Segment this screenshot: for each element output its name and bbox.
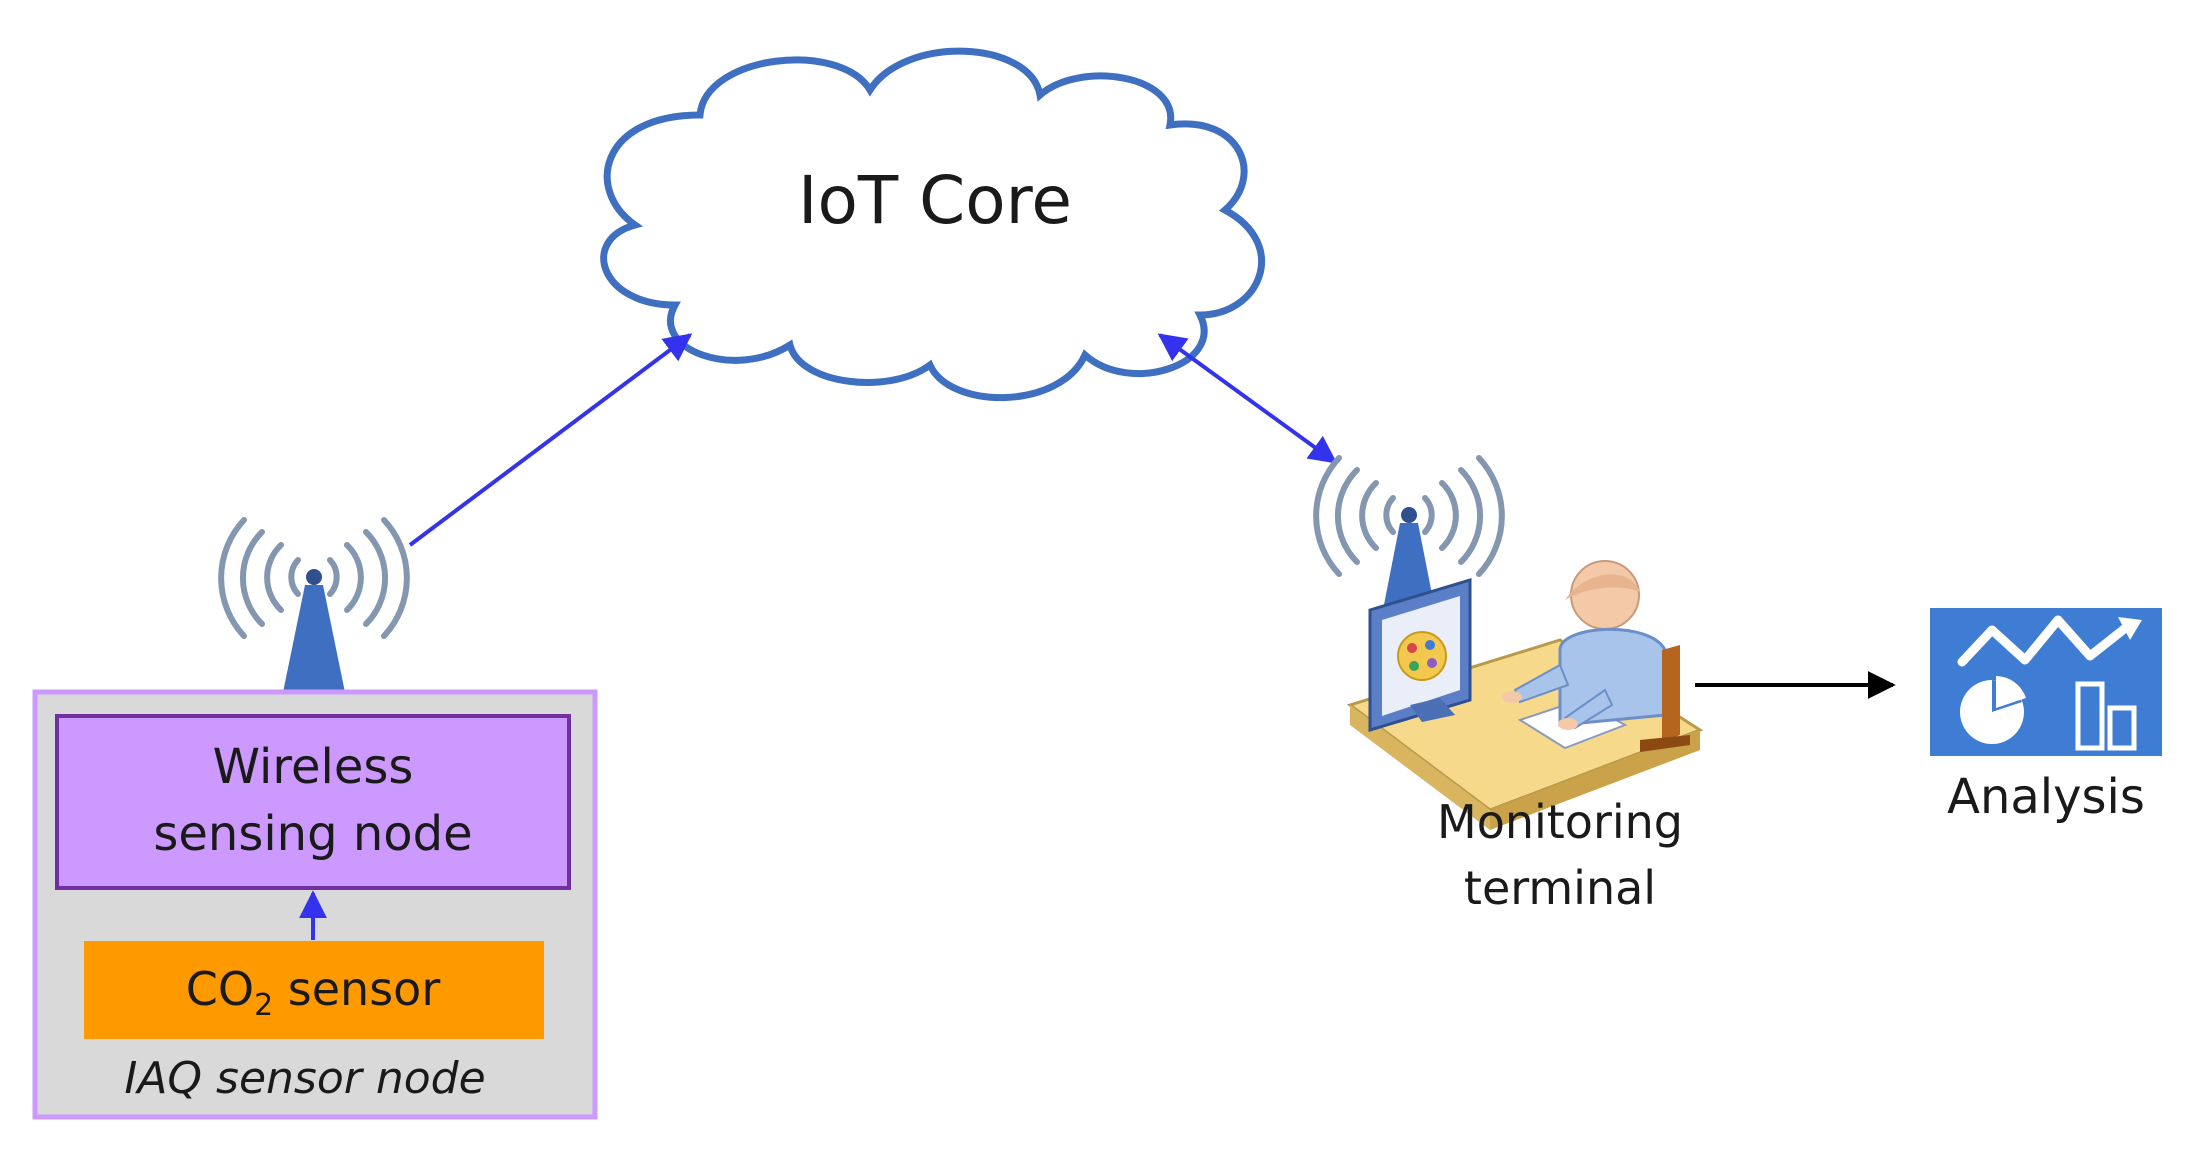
iaq-sensor-node-label: IAQ sensor node — [124, 1053, 485, 1104]
terminal-label-line1: Monitoring — [1437, 795, 1683, 849]
iaq-sensor-node: Wireless sensing node CO2 sensor IAQ sen… — [32, 689, 598, 1120]
analysis-label: Analysis — [1947, 769, 2145, 825]
monitoring-terminal: Monitoring terminal — [1313, 455, 1704, 915]
co2-sensor-box — [84, 941, 544, 1039]
monitoring-terminal-icon — [1346, 560, 1704, 830]
antenna-icon — [1313, 455, 1505, 577]
sensor-to-cloud-arrow — [408, 333, 693, 547]
sensor-antenna — [218, 517, 410, 707]
analysis: Analysis — [1930, 608, 2162, 825]
terminal-label-line2: terminal — [1464, 861, 1656, 915]
wireless-sensing-node-box — [55, 714, 571, 890]
cloud-terminal-bidirectional-arrow — [1157, 333, 1338, 464]
cloud-label: IoT Core — [798, 162, 1072, 239]
antenna-icon — [218, 517, 410, 639]
wireless-label-line2: sensing node — [153, 806, 472, 862]
analysis-chart-icon — [1930, 608, 2162, 756]
iot-core-cloud: IoT Core — [600, 47, 1266, 402]
wireless-label-line1: Wireless — [213, 739, 414, 795]
co2-sensor-label: CO2 sensor — [186, 962, 441, 1023]
